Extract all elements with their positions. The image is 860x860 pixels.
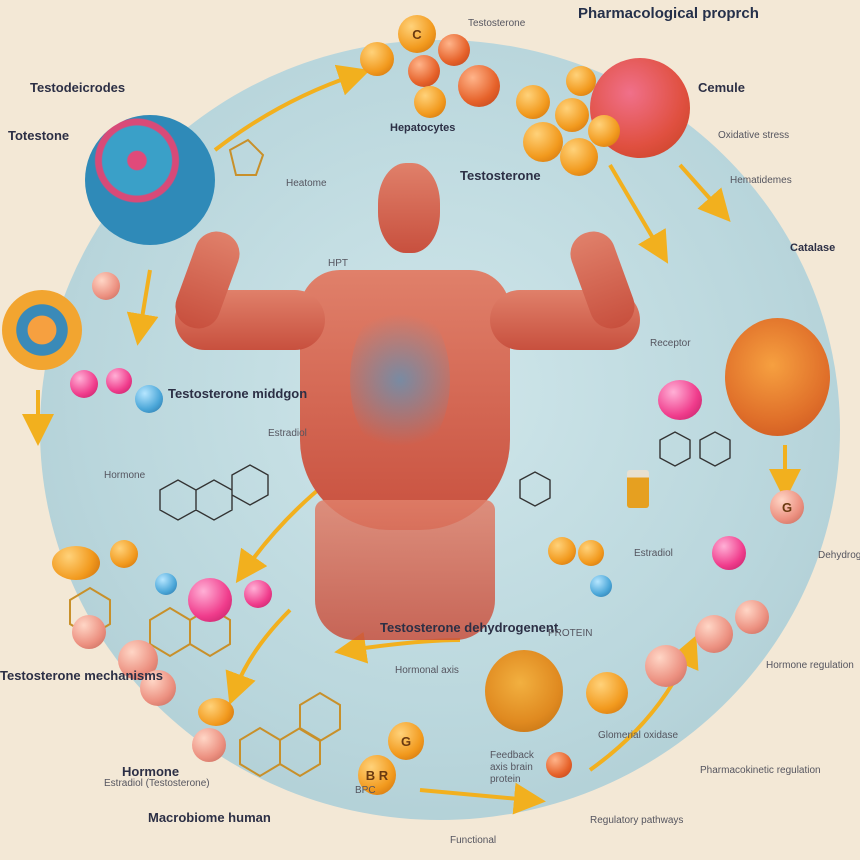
blue-receptor-cluster: [350, 300, 450, 460]
molecule-sphere: [645, 645, 687, 687]
molecule-sphere: [198, 698, 234, 726]
label: Pharmacokinetic regulation: [700, 765, 821, 776]
molecule-sphere: [555, 98, 589, 132]
molecule-sphere: [590, 575, 612, 597]
molecule-sphere: [244, 580, 272, 608]
label: Testodeicrodes: [30, 80, 126, 95]
label: HPT: [328, 258, 348, 269]
molecule-sphere: [588, 115, 620, 147]
label: Glomerial oxidase: [598, 730, 679, 741]
muscle-figure-head: [378, 163, 440, 253]
label: PROTEIN: [548, 628, 593, 639]
molecule-sphere: [360, 42, 394, 76]
arrow: [678, 163, 731, 222]
molecule-sphere: [658, 380, 702, 420]
label: Hematidemes: [730, 175, 792, 186]
molecule-sphere: [735, 600, 769, 634]
protein-blue-sphere: [85, 115, 215, 245]
molecule-sphere: [458, 65, 500, 107]
label: Testosterone mechanisms: [0, 668, 164, 683]
molecule-sphere: [516, 85, 550, 119]
arrow: [225, 608, 292, 705]
speech-bubble-icon: [135, 385, 163, 413]
label: Estradiol: [634, 548, 673, 559]
protein-orange-sphere: [725, 318, 830, 436]
molecule-sphere: [586, 672, 628, 714]
label: Heatome: [286, 178, 327, 189]
label: Testosterone: [468, 18, 526, 29]
label: Testosterone middgon: [168, 386, 308, 401]
label: Hormone regulation: [766, 660, 854, 671]
arrow: [126, 269, 159, 346]
label: Estradiol (Testosterone): [104, 778, 210, 789]
label: Receptor: [650, 338, 691, 349]
chemical-formula: [159, 464, 269, 521]
molecule-sphere: [560, 138, 598, 176]
molecule-sphere: [52, 546, 100, 580]
label: Dehydrogenase: [818, 550, 860, 561]
molecule-sphere: [523, 122, 563, 162]
label: Catalase: [790, 242, 836, 254]
label: Hepatocytes: [390, 122, 456, 134]
molecule-sphere-g: G: [770, 490, 804, 524]
label: Hormone: [104, 470, 146, 481]
label: Oxidative stress: [718, 130, 790, 141]
molecule-sphere: [438, 34, 470, 66]
molecule-sphere: [695, 615, 733, 653]
label: Regulatory pathways: [590, 815, 684, 826]
chemical-formula: [519, 431, 731, 507]
protein-mid-sphere: [485, 650, 563, 732]
label: Totestone: [8, 128, 70, 143]
molecule-sphere: [140, 670, 176, 706]
molecule-sphere: [72, 615, 106, 649]
molecule-sphere: [110, 540, 138, 568]
molecule-sphere: [92, 272, 120, 300]
label: Macrobiome human: [148, 810, 271, 825]
arrow: [213, 64, 371, 152]
label: Estradiol: [268, 428, 307, 439]
molecule-sphere: [188, 578, 232, 622]
molecule-structure: [228, 138, 265, 176]
label: Functional: [450, 835, 497, 846]
label: Feedback axis brain protein: [490, 750, 534, 785]
label: Hormonal axis: [395, 665, 459, 676]
molecule-sphere: [566, 66, 596, 96]
molecule-sphere-c: C: [398, 15, 436, 53]
arrow: [334, 631, 461, 664]
arrow: [608, 163, 669, 264]
molecule-sphere: [546, 752, 572, 778]
molecule-sphere-g: G: [388, 722, 424, 760]
molecule-sphere: [106, 368, 132, 394]
molecule-sphere: [548, 537, 576, 565]
molecule-sphere: [192, 728, 226, 762]
molecule-sphere: [70, 370, 98, 398]
molecule-structure: [239, 691, 341, 778]
molecule-sphere: [414, 86, 446, 118]
label: Cemule: [698, 80, 745, 95]
protein-yellow-sphere: [2, 290, 82, 370]
molecule-sphere: [155, 573, 177, 595]
molecule-sphere-br: B R: [358, 755, 396, 795]
label: Testosterone dehydrogenent: [380, 620, 559, 635]
label: Hormone: [122, 764, 180, 779]
vial-icon: [627, 470, 649, 508]
molecule-sphere: [578, 540, 604, 566]
molecule-sphere: [712, 536, 746, 570]
molecule-sphere: [408, 55, 440, 87]
label-title: Pharmacological proprch: [578, 5, 759, 22]
label: BPC: [355, 785, 376, 796]
muscle-figure-legs: [315, 500, 495, 640]
arrow: [419, 782, 546, 815]
label: Testosterone: [460, 168, 541, 183]
